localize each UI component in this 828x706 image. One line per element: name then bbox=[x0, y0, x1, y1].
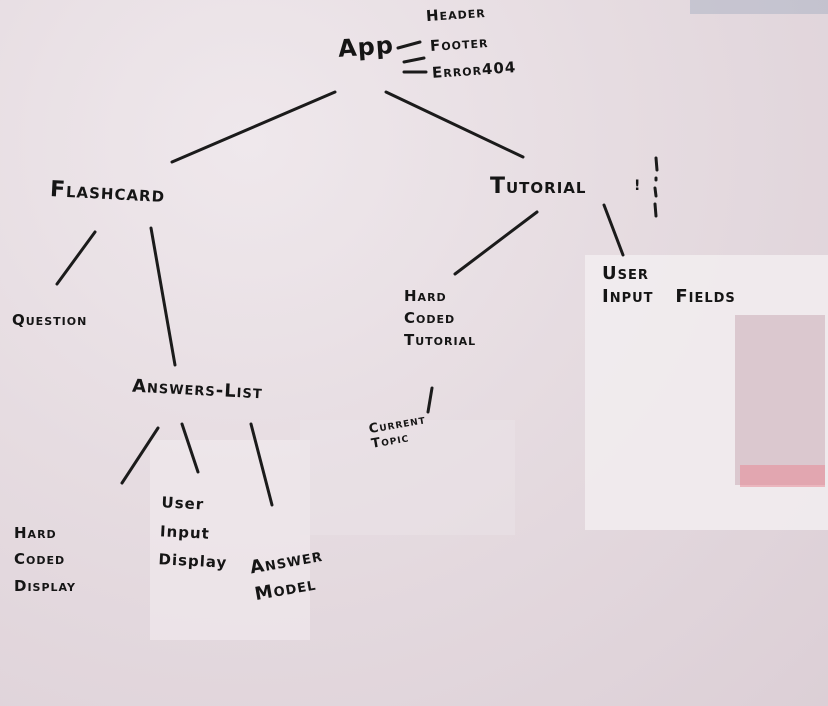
node-app: App bbox=[337, 31, 395, 63]
node-tutorial: Tutorial bbox=[490, 174, 587, 199]
edge-app-header bbox=[396, 40, 422, 50]
node-hard-coded-tutorial: Hard Coded Tutorial bbox=[404, 287, 477, 349]
node-user-input-fields: User Input Fields bbox=[602, 263, 736, 308]
edge-app-footer bbox=[402, 56, 426, 64]
tutorial-mark-strokes bbox=[653, 156, 659, 218]
edge-tutorial-user-input-fields bbox=[602, 203, 625, 257]
edge-flashcard-answers-list bbox=[149, 226, 177, 367]
edge-flashcard-question bbox=[55, 230, 97, 286]
edge-answers-list-answer-model bbox=[249, 422, 274, 507]
node-user-input-display: User Input Display bbox=[158, 493, 228, 572]
edge-tutorial-hard-coded-tutorial bbox=[453, 210, 539, 276]
node-tutorial-mark: ! bbox=[634, 178, 642, 194]
node-question: Question bbox=[12, 311, 88, 329]
edge-app-tutorial bbox=[384, 90, 525, 159]
edge-app-flashcard bbox=[170, 90, 337, 164]
edge-answers-list-hard-coded-display bbox=[120, 426, 160, 485]
edge-hard-coded-tutorial-current-topic bbox=[426, 386, 434, 414]
node-hard-coded-display: Hard Coded Display bbox=[14, 524, 76, 595]
edge-answers-list-user-input-display bbox=[180, 422, 200, 474]
